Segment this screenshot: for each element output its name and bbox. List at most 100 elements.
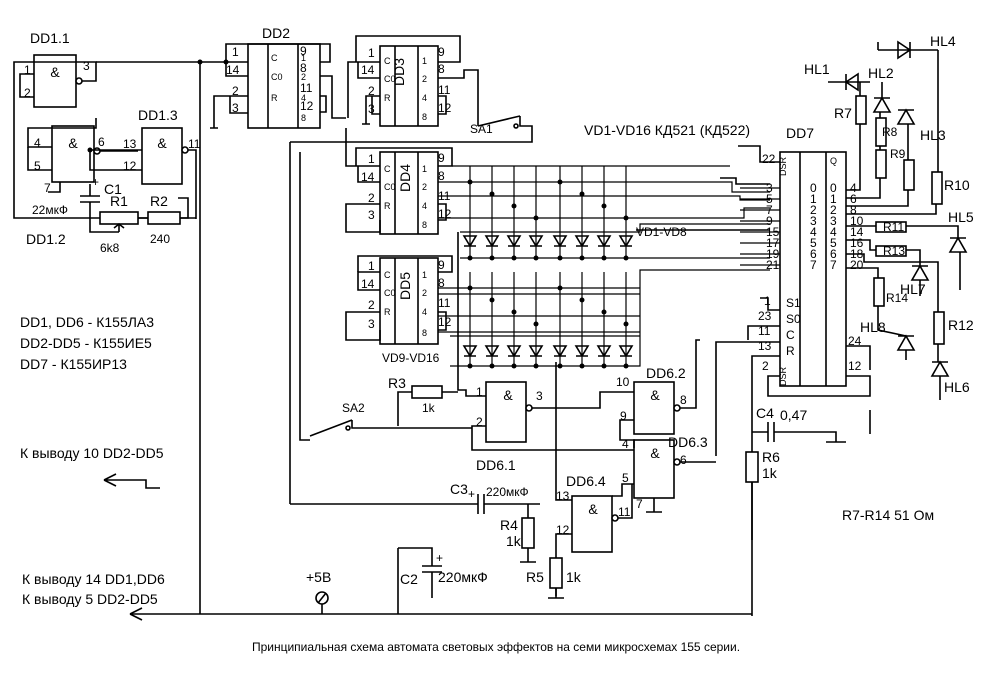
gate-dd1-1: & DD1.1 1 2 3 [24,30,90,108]
svg-text:9: 9 [438,45,445,59]
svg-text:9: 9 [620,409,627,423]
r3-resistor: R3 1k [388,375,443,415]
junction-dot [579,363,585,369]
diode-vd [618,235,634,248]
svg-text:8: 8 [438,169,445,183]
dd7-d-bit: 3 [810,214,817,228]
svg-text:6k8: 6k8 [100,241,120,255]
dd7-q-pin: 6 [850,192,857,206]
junction-dot [533,255,539,261]
gate-label-dd1-3: DD1.3 [138,107,178,123]
dd7-d-bit: 1 [810,192,817,206]
svg-text:14: 14 [361,277,375,291]
svg-text:C: C [384,56,391,66]
svg-text:12: 12 [438,101,452,115]
parts-line: DD7 - К155ИР13 [20,356,127,372]
junction-dot [601,363,607,369]
svg-text:13: 13 [758,339,772,353]
svg-text:1k: 1k [762,465,778,481]
svg-text:2: 2 [368,191,375,205]
svg-text:SA1: SA1 [470,122,493,136]
svg-text:DD3: DD3 [391,58,407,86]
svg-text:HL5: HL5 [948,209,974,225]
svg-text:11: 11 [438,296,451,310]
led-hl4: HL4 [878,33,956,60]
svg-text:R1: R1 [110,193,128,209]
svg-text:14: 14 [226,63,240,77]
gate-label-dd1-2: DD1.2 [26,231,66,247]
junction-dot [557,179,563,185]
svg-text:DD6.3: DD6.3 [668,434,708,450]
led-hl2: HL2 [868,65,894,113]
junction-dot [579,255,585,261]
gate-dd1-3: & DD1.3 13 12 11 [123,107,201,185]
junction-dot [623,363,629,369]
svg-text:8: 8 [301,113,306,123]
svg-text:4: 4 [301,93,306,103]
svg-text:R12: R12 [948,317,974,333]
dd7-q-pin: 20 [850,258,864,272]
svg-text:DD5: DD5 [397,272,413,300]
svg-text:R: R [271,93,278,103]
diode-vd [484,235,500,248]
svg-text:R14: R14 [886,291,908,305]
diode-matrix [438,165,770,369]
svg-text:+: + [92,175,99,189]
svg-text:DD7: DD7 [786,125,814,141]
svg-text:DD6.1: DD6.1 [476,457,516,473]
svg-text:5: 5 [34,159,41,173]
led-hl1: HL1 [804,61,870,92]
svg-text:9: 9 [438,151,445,165]
svg-text:R3: R3 [388,375,406,391]
svg-text:2: 2 [422,288,427,298]
svg-text:SA2: SA2 [342,401,365,415]
svg-text:8: 8 [438,62,445,76]
junction-dot [579,191,585,197]
svg-text:12: 12 [438,207,452,221]
svg-text:R11: R11 [883,220,904,234]
svg-text:8: 8 [422,112,427,122]
junction-dot [601,255,607,261]
svg-text:&: & [68,135,78,151]
diode-vd [506,345,522,358]
svg-text:R9: R9 [890,147,906,161]
svg-text:R4: R4 [500,517,518,533]
led-hl3: HL3 [896,108,946,143]
svg-text:0,47: 0,47 [780,407,807,423]
r4-resistor: R4 1k [500,517,535,549]
svg-text:11: 11 [758,324,771,338]
counter-dd2: DD2 C C0 R 1 2 4 8 1 14 2 3 9 8 11 12 [226,25,321,129]
resistors-r7-r14: R7 R8 R9 R10 R11 R13 R14 R12 [834,95,974,345]
diode-vd [596,235,612,248]
svg-text:3: 3 [368,208,375,222]
svg-text:C2: C2 [400,571,418,587]
svg-text:9: 9 [300,44,307,58]
dd7-q-pin: 4 [850,181,857,195]
svg-text:C0: C0 [384,182,396,192]
svg-text:R: R [786,344,795,358]
svg-text:&: & [650,445,660,461]
dd7-d-bit: 2 [810,203,817,217]
svg-text:+: + [468,487,475,501]
note-pin-14: К выводу 14 DD1,DD6 [22,571,165,587]
svg-text:3: 3 [536,389,543,403]
svg-text:HL1: HL1 [804,61,830,77]
dd7-q-bit: 5 [830,236,837,250]
svg-text:HL2: HL2 [868,65,894,81]
dd7-q-bit: 2 [830,203,837,217]
parts-line: DD2-DD5 - К155ИЕ5 [20,335,152,351]
junction-dot [601,309,607,315]
svg-text:6: 6 [680,453,687,467]
svg-text:VD9-VD16: VD9-VD16 [382,351,440,365]
svg-text:&: & [157,135,167,151]
svg-text:23: 23 [758,309,772,323]
junction-dot [623,215,629,221]
svg-text:10: 10 [616,375,630,389]
diode-vd [528,235,544,248]
r1-resistor: R1 6k8 [89,193,139,255]
r5-resistor: R5 1k [526,557,582,589]
svg-text:1k: 1k [566,569,582,585]
svg-text:R13: R13 [883,244,905,258]
gate-dd6-3: & 4 5 6 7 DD6.3 [622,434,708,511]
svg-text:4: 4 [422,307,427,317]
